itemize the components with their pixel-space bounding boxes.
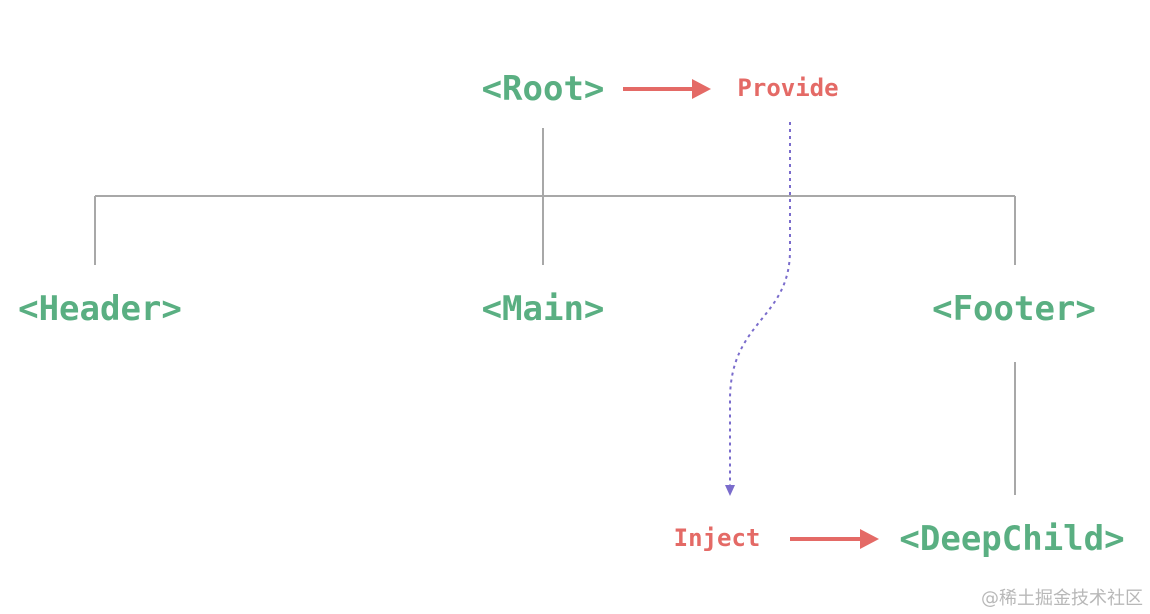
provide-arrowhead xyxy=(692,79,711,99)
provide-label: Provide xyxy=(737,74,838,102)
footer-node-label: <Footer> xyxy=(932,289,1096,329)
main-node-label: <Main> xyxy=(482,289,605,329)
header-node-label: <Header> xyxy=(18,289,182,329)
tree-connectors xyxy=(94,128,1016,495)
deepchild-node-label: <DeepChild> xyxy=(899,519,1124,559)
provide-arrow xyxy=(623,79,711,99)
inject-path xyxy=(725,122,791,496)
inject-arrow xyxy=(790,529,879,549)
inject-dotted-curve xyxy=(729,122,791,486)
inject-path-arrowhead xyxy=(725,485,735,496)
watermark-text: @稀土掘金技术社区 xyxy=(981,588,1143,609)
inject-arrowhead xyxy=(860,529,879,549)
root-node-label: <Root> xyxy=(482,69,605,109)
inject-label: Inject xyxy=(674,524,761,552)
